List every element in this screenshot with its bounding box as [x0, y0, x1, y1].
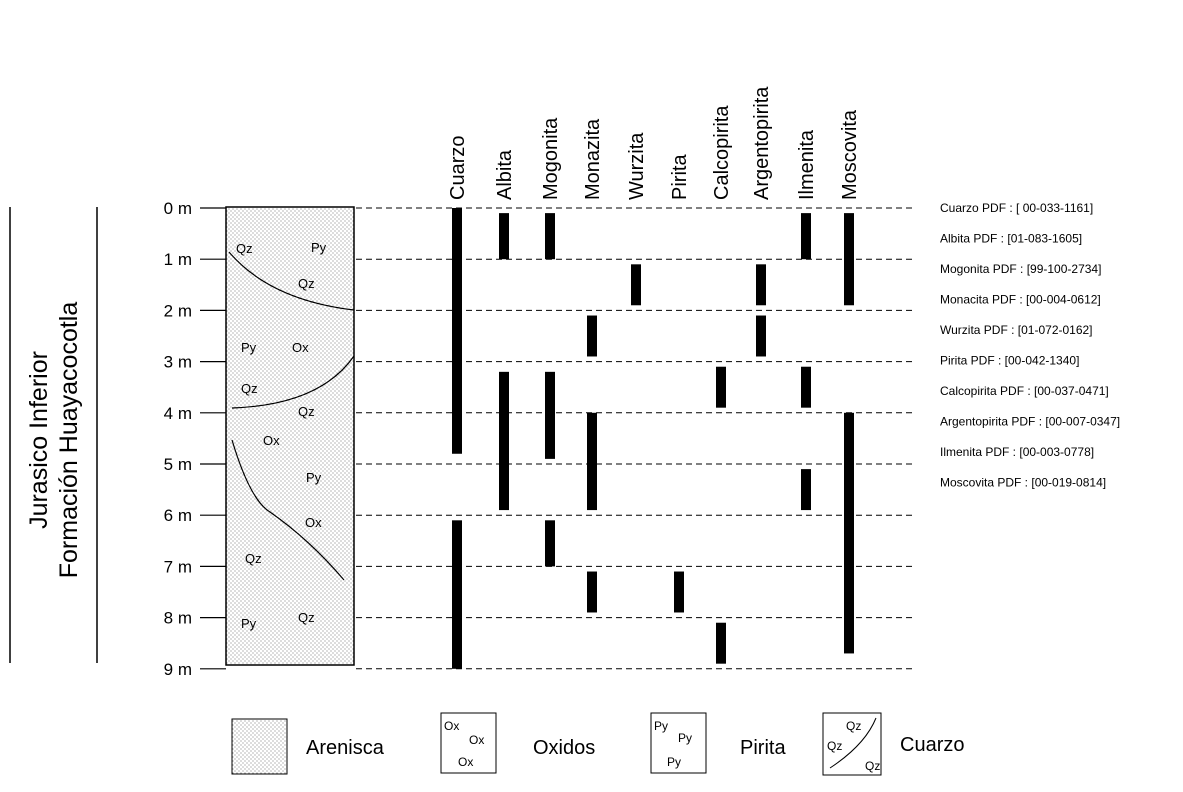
depth-grid: 0 m 1 m 2 m 3 m 4 m 5 m 6 m 7 m 8 m 9 m	[164, 199, 915, 679]
mineral-header: Wurzita	[626, 132, 648, 200]
pdf-reference: Pirita PDF : [00-042-1340]	[940, 354, 1079, 368]
pdf-reference: Moscovita PDF : [00-019-0814]	[940, 476, 1106, 490]
legend: Arenisca Ox Ox Ox Oxidos Py Py Py Pirita…	[231, 712, 964, 776]
depth-label: 5 m	[164, 455, 192, 474]
legend-pirita-swatch	[650, 712, 707, 774]
mineral-header: Ilmenita	[796, 129, 818, 200]
legend-qz-symbol-2: Qz	[827, 739, 842, 753]
lithology-label: Qz	[236, 241, 253, 256]
section-title-line1: Jurasico Inferior	[25, 351, 53, 529]
mineral-header: Calcopirita	[711, 105, 733, 200]
pdf-reference: Argentopirita PDF : [00-007-0347]	[940, 415, 1120, 429]
mineral-header: Argentopirita	[751, 86, 773, 200]
lithology-label: Qz	[241, 381, 258, 396]
legend-py-symbol-3: Py	[667, 755, 681, 769]
occurrence-bar	[452, 520, 462, 669]
occurrence-bar	[756, 264, 766, 306]
legend-cuarzo-label: Cuarzo	[900, 734, 964, 756]
occurrence-bar	[452, 208, 462, 454]
legend-qz-symbol-3: Qz	[865, 759, 880, 773]
pdf-reference: Wurzita PDF : [01-072-0162]	[940, 323, 1093, 337]
depth-label: 4 m	[164, 404, 192, 423]
occurrence-bar	[545, 520, 555, 567]
section-title-line2: Formación Huayacocotla	[55, 302, 83, 579]
occurrence-bar	[545, 371, 555, 459]
occurrence-bar	[499, 213, 509, 260]
depth-label: 2 m	[164, 301, 192, 320]
legend-ox-symbol-1: Ox	[444, 719, 459, 733]
occurrence-bar	[756, 315, 766, 357]
pdf-reference: Monacita PDF : [00-004-0612]	[940, 293, 1101, 307]
occurrence-bar	[631, 264, 641, 306]
contact-line-2	[231, 355, 355, 409]
pdf-reference: Calcopirita PDF : [00-037-0471]	[940, 384, 1109, 398]
depth-label: 8 m	[164, 609, 192, 628]
legend-pirita-label: Pirita	[740, 737, 786, 759]
mineral-header: Mogonita	[540, 117, 562, 200]
lithology-label: Ox	[305, 515, 322, 530]
legend-cuarzo-contact	[829, 717, 877, 769]
lithology-label: Ox	[292, 340, 309, 355]
depth-label: 7 m	[164, 557, 192, 576]
lithology-label: Qz	[298, 276, 315, 291]
occurrence-bar	[499, 371, 509, 511]
lithology-label: Ox	[263, 433, 280, 448]
occurrence-bar	[844, 213, 854, 306]
occurrence-bars	[452, 208, 854, 669]
occurrence-bar	[716, 622, 726, 664]
depth-label: 9 m	[164, 660, 192, 679]
contact-line-3	[231, 439, 345, 581]
legend-oxidos-swatch	[440, 712, 497, 774]
lithology-label: Py	[241, 340, 257, 355]
lithology-contacts	[228, 251, 355, 581]
legend-cuarzo-swatch	[822, 712, 882, 776]
occurrence-bar	[801, 366, 811, 408]
lithology-label: Qz	[298, 404, 315, 419]
pdf-reference: Cuarzo PDF : [ 00-033-1161]	[940, 201, 1093, 215]
lithology-label: Py	[311, 240, 327, 255]
occurrence-bar	[587, 315, 597, 357]
contact-line-1	[228, 251, 355, 311]
occurrence-bar	[587, 412, 597, 511]
mineral-header: Pirita	[669, 154, 691, 200]
legend-ox-symbol-2: Ox	[469, 733, 484, 747]
occurrence-bar	[545, 213, 555, 260]
occurrence-bar	[587, 571, 597, 613]
occurrence-bar	[716, 366, 726, 408]
mineral-header: Moscovita	[839, 109, 861, 200]
pdf-reference: Ilmenita PDF : [00-003-0778]	[940, 445, 1094, 459]
lithology-label: Qz	[245, 551, 262, 566]
mineral-header: Monazita	[582, 118, 604, 200]
mineral-header: Albita	[494, 149, 516, 200]
depth-label: 1 m	[164, 250, 192, 269]
legend-arenisca-swatch	[231, 718, 288, 775]
occurrence-bar	[674, 571, 684, 613]
legend-py-symbol-1: Py	[654, 719, 668, 733]
legend-qz-symbol-1: Qz	[846, 719, 861, 733]
pdf-reference: Albita PDF : [01-083-1605]	[940, 232, 1082, 246]
legend-ox-symbol-3: Ox	[458, 755, 473, 769]
sandstone-column	[225, 206, 355, 666]
lithology-label: Py	[241, 616, 257, 631]
mineral-header: Cuarzo	[447, 136, 469, 200]
legend-py-symbol-2: Py	[678, 731, 692, 745]
depth-label: 0 m	[164, 199, 192, 218]
pdf-reference-list: Cuarzo PDF : [ 00-033-1161] Albita PDF : …	[940, 201, 1120, 490]
occurrence-bar	[801, 469, 811, 511]
legend-arenisca-label: Arenisca	[306, 737, 385, 759]
lithology-label: Qz	[298, 610, 315, 625]
pdf-reference: Mogonita PDF : [99-100-2734]	[940, 262, 1101, 276]
lithology-label: Py	[306, 470, 322, 485]
occurrence-bar	[801, 213, 811, 260]
depth-label: 3 m	[164, 353, 192, 372]
depth-label: 6 m	[164, 506, 192, 525]
occurrence-bar	[844, 412, 854, 654]
legend-oxidos-label: Oxidos	[533, 737, 595, 759]
mineral-headers: Cuarzo Albita Mogonita Monazita Wurzita Pirit…	[447, 86, 861, 200]
